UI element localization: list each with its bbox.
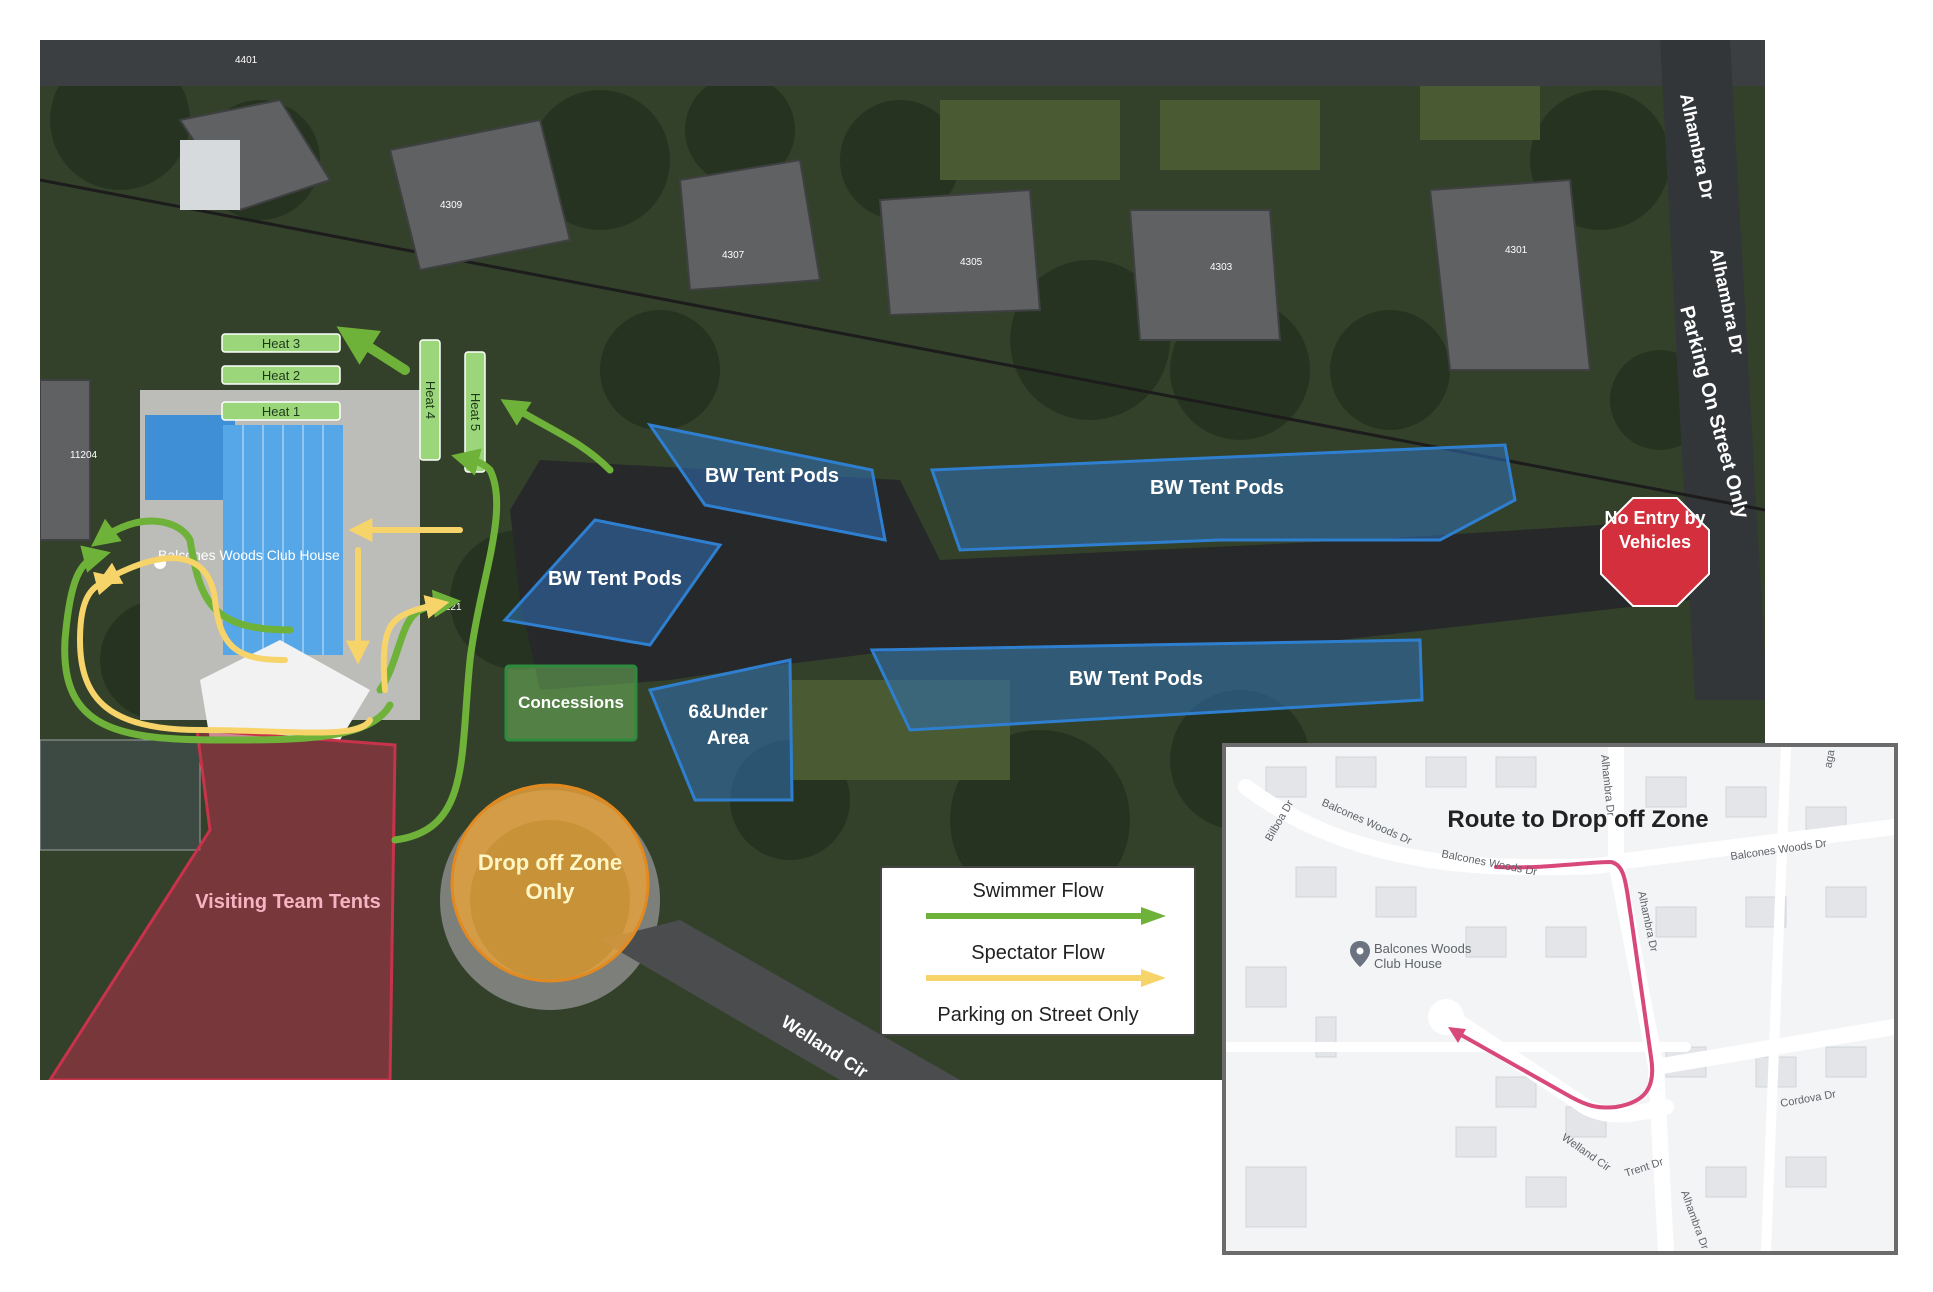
legend-spectator-arrow bbox=[926, 969, 1166, 987]
street-top bbox=[40, 40, 1765, 86]
cul-de-sac-inset bbox=[1428, 999, 1464, 1035]
visiting-team-label: Visiting Team Tents bbox=[195, 891, 381, 913]
no-entry-label-box: No Entry by Vehicles bbox=[1604, 508, 1706, 552]
house-number: 4307 bbox=[722, 250, 745, 261]
six-under-label-box: 6&Under Area bbox=[688, 702, 768, 749]
no-entry-label: No Entry by Vehicles bbox=[1604, 508, 1706, 552]
tent-pod-zones bbox=[502, 422, 1517, 802]
place-label-box: Balcones Woods Club House bbox=[1374, 941, 1472, 971]
tent-pod-zone-4[interactable] bbox=[869, 638, 1424, 732]
heat-1-label: Heat 1 bbox=[262, 404, 300, 419]
no-entry-sign[interactable] bbox=[1600, 497, 1710, 607]
house-number: 4401 bbox=[235, 55, 258, 66]
heat-3-label: Heat 3 bbox=[262, 336, 300, 351]
legend-parking-label: Parking on Street Only bbox=[937, 1004, 1139, 1026]
map-pin-icon[interactable] bbox=[1350, 941, 1370, 967]
heat-1-box bbox=[221, 401, 341, 421]
shed-roof bbox=[180, 140, 240, 210]
diving-well bbox=[145, 415, 235, 500]
inset-title: Route to Drop off Zone bbox=[1447, 806, 1708, 833]
tent-pod-label: BW Tent Pods bbox=[548, 568, 682, 590]
route-line bbox=[1454, 859, 1655, 1110]
tent-pod-zone-2[interactable] bbox=[929, 443, 1517, 552]
map-legend: Swimmer Flow Spectator Flow Parking on S… bbox=[880, 866, 1196, 1036]
heat-4-box bbox=[419, 339, 441, 461]
legend-spectator-label: Spectator Flow bbox=[971, 942, 1105, 964]
legend-swimmer-label: Swimmer Flow bbox=[972, 880, 1104, 902]
tennis-court bbox=[40, 739, 201, 851]
route-arrowhead bbox=[1448, 1027, 1466, 1043]
tent-pod-label: BW Tent Pods bbox=[1150, 477, 1284, 499]
tent-pod-label: BW Tent Pods bbox=[1069, 668, 1203, 690]
heat-5-label: Heat 5 bbox=[468, 393, 483, 431]
club-house-label: Balcones Woods Club House bbox=[158, 547, 340, 563]
heat-markers bbox=[221, 333, 486, 473]
house-number: 11204 bbox=[70, 450, 98, 461]
swimmer-flow-arrows bbox=[61, 326, 614, 844]
aerial-map[interactable]: 4401 4309 4307 4305 4303 4301 11204 1121… bbox=[40, 40, 1765, 1080]
spectator-flow-arrows bbox=[76, 518, 463, 736]
place-label: Balcones Woods Club House bbox=[1374, 941, 1472, 971]
route-inset-map[interactable]: Balcones Woods Club House Bilboa Dr Balc… bbox=[1222, 743, 1898, 1255]
concessions-label: Concessions bbox=[518, 693, 624, 712]
six-under-zone[interactable] bbox=[647, 658, 794, 802]
drop-off-zone[interactable] bbox=[450, 783, 650, 983]
house-number: 4303 bbox=[1210, 262, 1233, 273]
tent-pod-zone-1[interactable] bbox=[646, 422, 887, 542]
house-number: 4301 bbox=[1505, 245, 1528, 256]
house-number: 4305 bbox=[960, 257, 983, 268]
houses bbox=[40, 98, 1592, 541]
route-inset-canvas: Balcones Woods Club House Bilboa Dr Balc… bbox=[1226, 747, 1894, 1251]
visiting-team-zone[interactable] bbox=[48, 728, 397, 1080]
shade-canopy bbox=[200, 640, 370, 740]
heat-2-label: Heat 2 bbox=[262, 368, 300, 383]
concessions-zone[interactable] bbox=[504, 664, 638, 742]
legend-swimmer-arrow bbox=[926, 907, 1166, 925]
street-welland bbox=[600, 920, 960, 1080]
aerial-map-canvas: 4401 4309 4307 4305 4303 4301 11204 1121… bbox=[40, 40, 1765, 1080]
heat-2-box bbox=[221, 365, 341, 385]
drop-off-label-box: Drop off Zone Only bbox=[477, 850, 623, 904]
drop-off-label: Drop off Zone Only bbox=[477, 850, 623, 904]
tent-pod-label: BW Tent Pods bbox=[705, 465, 839, 487]
house-number: 4309 bbox=[440, 200, 463, 211]
tent-pod-zone-3[interactable] bbox=[502, 518, 723, 647]
six-under-label: 6&Under Area bbox=[688, 702, 768, 749]
heat-4-label: Heat 4 bbox=[423, 381, 438, 419]
